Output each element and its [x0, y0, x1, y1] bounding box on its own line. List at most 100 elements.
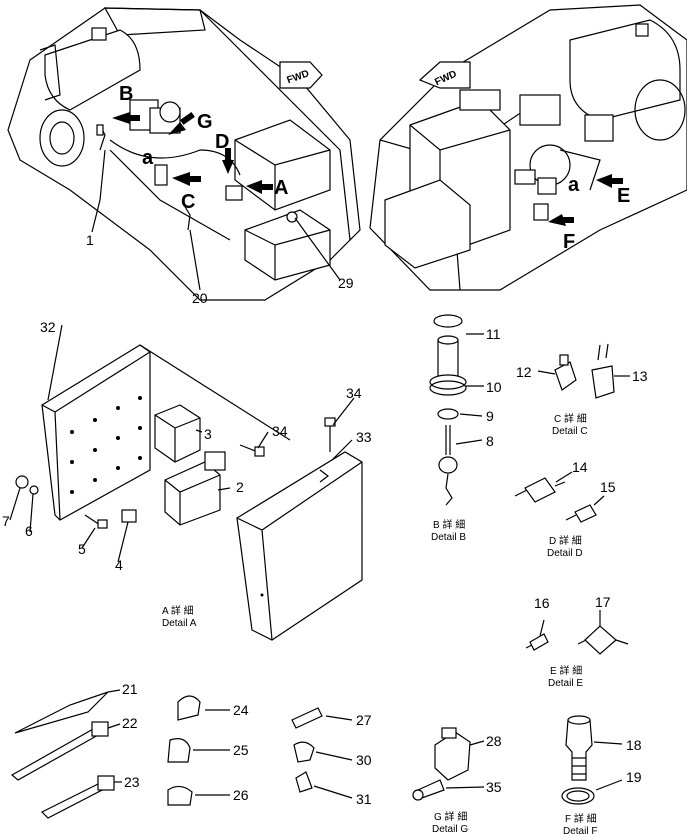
clamp-25 [167, 738, 191, 763]
arrow-C [172, 172, 190, 186]
callout-23: 23 [124, 774, 140, 790]
o-ring-11 [433, 314, 463, 328]
view-letter-a-left: a [142, 147, 154, 169]
callout-2: 2 [236, 479, 244, 495]
relay [154, 404, 201, 463]
callout-30: 30 [356, 752, 372, 768]
detail-B-group [429, 314, 484, 506]
callout-17: 17 [595, 594, 611, 610]
arrow-F [548, 214, 566, 226]
detail-G-en: Detail G [432, 824, 468, 835]
detail-G-group [412, 727, 485, 801]
filter-10 [437, 339, 459, 381]
callout-5: 5 [78, 541, 86, 557]
callout-35: 35 [486, 779, 502, 795]
view-letter-G: G [197, 111, 213, 133]
detail-A-group [9, 324, 363, 641]
detail-E-group [525, 610, 629, 655]
callout-12: 12 [516, 364, 532, 380]
view-letter-A: A [274, 177, 288, 199]
callout-8: 8 [486, 433, 494, 449]
connector-4 [121, 509, 137, 523]
cap-30 [293, 741, 315, 763]
valve-28 [434, 731, 471, 781]
detail-A-en: Detail A [162, 618, 197, 629]
callout-28: 28 [486, 733, 502, 749]
callout-20: 20 [192, 290, 208, 306]
callout-21: 21 [122, 681, 138, 697]
callout-14: 14 [572, 459, 588, 475]
fwd-arrow-right [418, 61, 471, 89]
detail-B-en: Detail B [431, 532, 466, 543]
arrow-A [246, 180, 262, 194]
arrow-D [222, 160, 234, 174]
sensor-14 [524, 477, 556, 503]
tie-23 [40, 781, 107, 819]
callout-13: 13 [632, 368, 648, 384]
callout-19: 19 [626, 769, 642, 785]
callout-32: 32 [40, 319, 56, 335]
detail-C-group [537, 343, 630, 399]
right-machine-view: FWD [369, 4, 687, 291]
engine-wheel [39, 109, 85, 167]
callout-18: 18 [626, 737, 642, 753]
callout-9: 9 [486, 408, 494, 424]
callout-11: 11 [486, 326, 501, 342]
clamp-26 [167, 785, 193, 806]
detail-F-jp: F 詳 細 [565, 812, 597, 825]
callout-4: 4 [115, 557, 123, 573]
tie-22 [10, 727, 101, 781]
sensor-17 [584, 625, 617, 655]
detail-A-jp: A 詳 細 [162, 604, 194, 617]
clamp-24 [177, 695, 201, 721]
arrow-E [596, 174, 612, 188]
fwd-arrow-left [279, 61, 323, 89]
cover-box [236, 451, 363, 641]
callout-10: 10 [486, 379, 502, 395]
nut-7 [15, 475, 29, 489]
gasket-9 [437, 408, 459, 420]
callout-6: 6 [25, 523, 33, 539]
cap-31 [295, 771, 313, 793]
detail-B-jp: B 詳 細 [433, 518, 465, 531]
callout-1: 1 [86, 232, 94, 248]
detail-C-en: Detail C [552, 426, 588, 437]
tube-27 [291, 707, 323, 729]
callout-16: 16 [534, 595, 550, 611]
view-letter-D: D [215, 131, 229, 153]
washer-6 [29, 485, 39, 495]
left-machine-view: FWD [7, 7, 361, 301]
fuel-tank [44, 29, 141, 111]
switch-12 [554, 361, 577, 391]
view-letter-a-right: a [568, 174, 580, 196]
detail-G-jp: G 詳 細 [434, 810, 467, 823]
callout-7: 7 [2, 513, 10, 529]
arrow-B [112, 112, 130, 124]
callout-27: 27 [356, 712, 372, 728]
battery-box [244, 209, 331, 281]
callout-15: 15 [600, 479, 616, 495]
sensor-8 [445, 425, 451, 455]
callout-25: 25 [233, 742, 249, 758]
callout-31: 31 [356, 791, 372, 807]
callout-24: 24 [233, 702, 249, 718]
sensor-18 [565, 719, 593, 781]
callout-3: 3 [204, 426, 212, 442]
detail-D-en: Detail D [547, 548, 583, 559]
view-letter-B: B [119, 83, 133, 105]
view-letter-F: F [563, 231, 575, 253]
view-letter-C: C [181, 191, 195, 213]
detail-D-group [514, 471, 605, 523]
fuel-tank-right [569, 19, 681, 121]
detail-F-en: Detail F [563, 826, 597, 837]
detail-D-jp: D 詳 細 [549, 534, 582, 547]
detail-E-jp: E 詳 細 [550, 664, 582, 677]
callout-34-left: 34 [272, 423, 288, 439]
view-letter-E: E [617, 185, 630, 207]
callout-29: 29 [338, 275, 354, 291]
ties-group [10, 689, 353, 819]
arrow-G [168, 122, 186, 135]
solenoid [164, 461, 221, 526]
detail-E-en: Detail E [548, 678, 583, 689]
